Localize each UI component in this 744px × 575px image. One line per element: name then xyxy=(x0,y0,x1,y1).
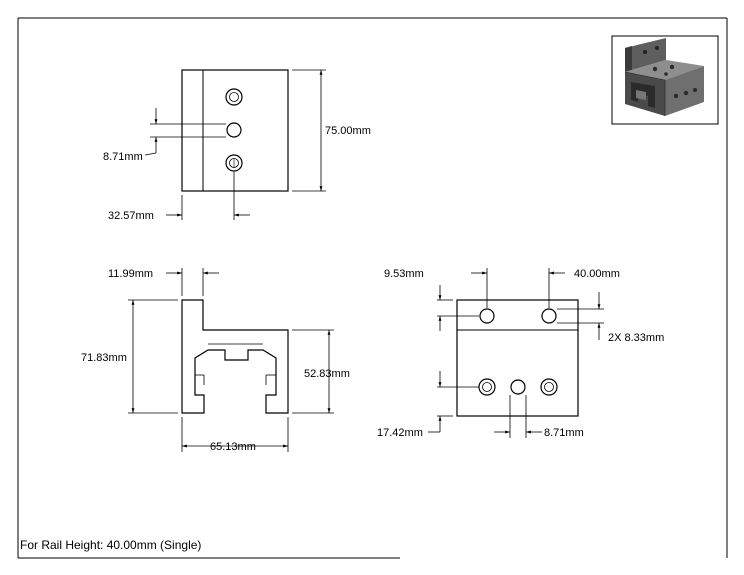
top-center-offset-dimension: 8.71mm xyxy=(544,427,584,439)
front-hole-offset-dimension: 8.71mm xyxy=(103,151,143,163)
side-width-dimension: 65.13mm xyxy=(210,441,256,453)
top-hole-count-dimension: 2X 8.33mm xyxy=(608,332,664,344)
top-edge-offset-dimension: 9.53mm xyxy=(384,268,424,280)
isometric-thumbnail xyxy=(611,35,719,125)
sheet-border xyxy=(17,17,728,559)
side-view-profile xyxy=(181,299,289,414)
footer-note: For Rail Height: 40.00mm (Single) xyxy=(20,538,202,552)
side-thickness-dimension: 11.99mm xyxy=(108,268,153,280)
top-view: 9.53mm 40.00mm 2X 8.33mm 17.42mm xyxy=(377,268,664,439)
front-view-holes xyxy=(225,88,243,172)
top-hole-spacing-dimension: 40.00mm xyxy=(574,268,620,280)
side-total-height-dimension: 71.83mm xyxy=(81,352,127,364)
top-bottom-offset-dimension: 17.42mm xyxy=(377,427,423,439)
side-view: 11.99mm 71.83mm 52.83mm 65.13mm xyxy=(81,268,350,453)
side-view-inner-lines xyxy=(195,343,276,385)
front-view: 75.00mm 8.71mm 32.57mm xyxy=(103,69,371,222)
side-inner-height-dimension: 52.83mm xyxy=(304,368,350,380)
top-view-plate xyxy=(456,299,579,417)
front-height-dimension: 75.00mm xyxy=(325,125,371,137)
top-view-holes xyxy=(478,308,558,396)
front-edge-offset-dimension: 32.57mm xyxy=(108,210,154,222)
front-view-plate xyxy=(181,69,289,192)
